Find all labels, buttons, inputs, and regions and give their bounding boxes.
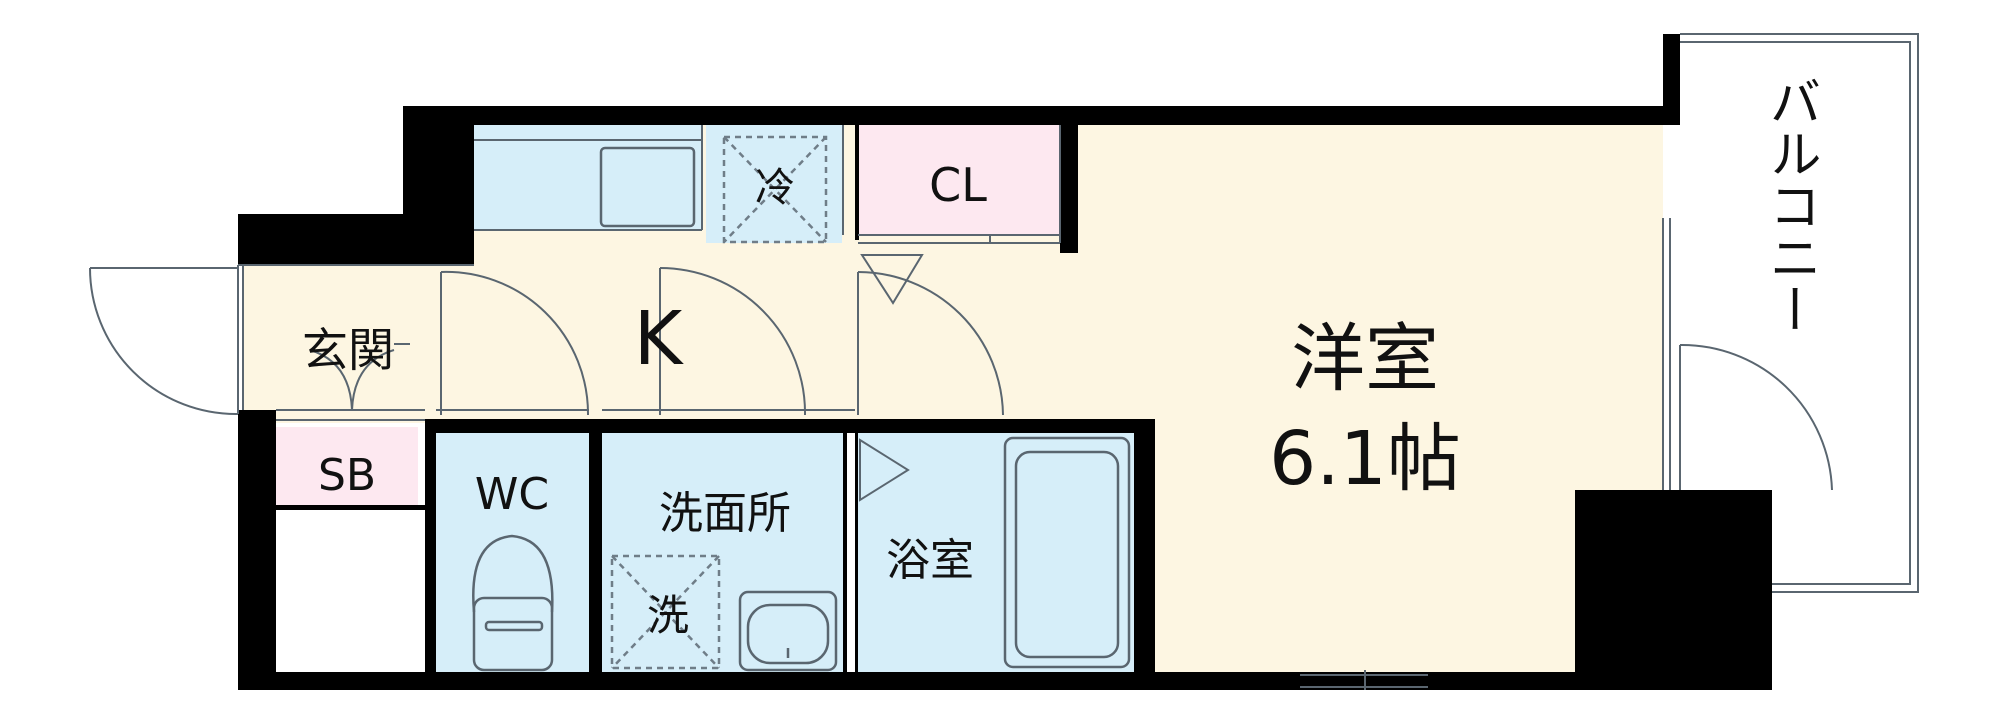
toilet-area [436,433,589,672]
fridge-area [706,125,842,243]
kitchen-door [440,270,590,416]
shoe-box-label: SB [318,450,376,501]
hall-door [659,267,807,416]
fridge-label: 冷 [755,165,795,211]
washer-label: 洗 [647,591,689,640]
bath-door-marker [859,438,910,502]
washroom-label: 洗面所 [659,488,791,539]
closet-label: CL [929,158,987,212]
walls [238,34,1772,690]
kitchen-counter [474,125,702,230]
washroom-area [602,433,844,672]
kitchen-sink [599,146,696,228]
western-room-label: 洋室 [1291,316,1439,402]
toilet-label: WC [475,469,549,520]
room-door [857,271,1004,416]
washbasin-fixture [738,590,838,672]
room-fills [243,125,1663,672]
labels: 洋室 6.1帖 K 冷 CL 玄関 SB WC 洗面所 洗 浴室 バルコニー [302,75,1820,640]
balcony-door [1679,343,1833,491]
fixtures [472,135,1131,672]
entrance-area [243,265,474,423]
closet-door-marker [860,254,924,305]
fridge-outline [722,135,828,244]
shoe-box-area [276,427,418,505]
western-room-size: 6.1帖 [1269,416,1461,502]
balcony-label: バルコニー [1760,75,1820,335]
bathroom-label: 浴室 [886,535,974,586]
bathtub-fixture [1003,436,1131,669]
front-door [90,267,239,414]
toilet-fixture [472,534,554,672]
entrance-label: 玄関 [302,323,394,377]
doors [89,254,1833,502]
closet-area [858,125,1060,235]
partition-lines [237,33,1919,690]
kitchen-label: K [634,296,685,382]
